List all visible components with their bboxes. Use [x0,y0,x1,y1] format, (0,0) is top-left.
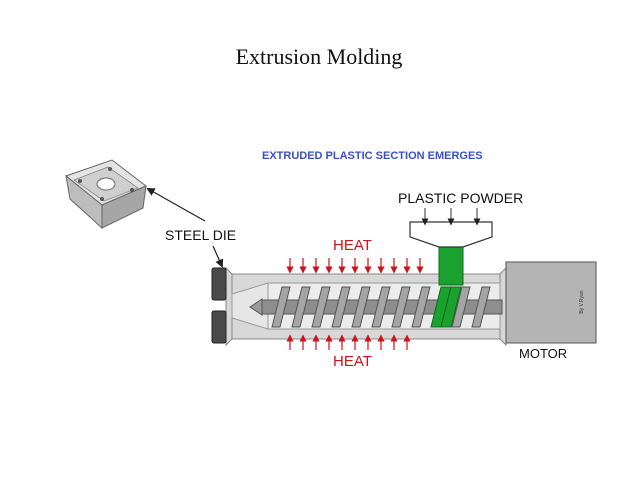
steel-die [211,267,227,344]
heat-label-top: HEAT [333,237,372,254]
hopper [409,208,493,248]
part-pointer-arrow [146,187,206,222]
heat-label-bottom: HEAT [333,353,372,370]
slide-title: Extrusion Molding [235,44,403,69]
motor [505,261,597,344]
heat-arrows-top [286,258,424,274]
steel-die-label: STEEL DIE [165,227,236,243]
motor-label: MOTOR [519,346,567,361]
extruded-part-icon [64,159,147,230]
die-pointer-arrow [212,245,224,268]
emerges-label: EXTRUDED PLASTIC SECTION EMERGES [262,150,483,162]
plastic-powder-label: PLASTIC POWDER [398,190,523,206]
credit-label: By V.Ryan [579,290,585,313]
molten-plastic [430,244,464,328]
heat-arrows-bottom [286,334,411,350]
